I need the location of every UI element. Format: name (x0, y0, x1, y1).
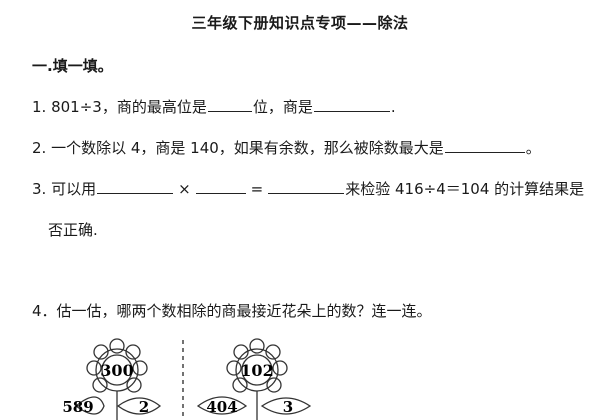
right-leaf-2-number: 3 (283, 398, 293, 416)
q3-blank-product[interactable] (268, 179, 345, 194)
q3-text-b: 来检验 416÷4＝104 的计算结果是 (345, 180, 585, 198)
q2-text-b: 。 (525, 139, 541, 157)
right-leaf-1-number: 404 (206, 398, 237, 416)
left-leaf-2[interactable]: 2 (116, 397, 162, 416)
q3-text-a: 3. 可以用 (32, 180, 97, 198)
q1-text-c: . (390, 98, 396, 116)
question-2: 2. 一个数除以 4，商是 140，如果有余数，那么被除数最大是 。 (32, 137, 541, 158)
q1-text-a: 1. 801÷3，商的最高位是 (32, 98, 207, 116)
left-flower: 300 (86, 338, 148, 420)
left-leaf-1-number: 589 (62, 398, 93, 416)
q2-blank-max-dividend[interactable] (444, 138, 525, 153)
flower-matching-figure: 300 589 2 102 (62, 338, 312, 420)
right-flower: 102 (226, 338, 288, 420)
question-3: 3. 可以用 × = 来检验 416÷4＝104 的计算结果是 (32, 178, 584, 199)
q1-blank-quotient[interactable] (313, 97, 390, 112)
q2-text-a: 2. 一个数除以 4，商是 140，如果有余数，那么被除数最大是 (32, 139, 444, 157)
left-leaf-1[interactable]: 589 (62, 396, 105, 416)
question-3-continued: 否正确. (48, 221, 98, 239)
q1-blank-highest-place[interactable] (207, 97, 252, 112)
right-flower-number: 102 (240, 361, 273, 380)
section-heading-fill: 一.填一填。 (32, 57, 113, 75)
q1-text-b: 位，商是 (252, 98, 313, 116)
question-1: 1. 801÷3，商的最高位是 位，商是. (32, 96, 396, 117)
q3-times-sign: × (178, 180, 191, 198)
q3-blank-factor-1[interactable] (97, 179, 174, 194)
right-leaf-2[interactable]: 3 (260, 397, 312, 416)
left-flower-number: 300 (100, 361, 133, 380)
page-title: 三年级下册知识点专项——除法 (191, 14, 409, 32)
right-leaf-1[interactable]: 404 (196, 396, 248, 416)
question-4: 4．估一估，哪两个数相除的商最接近花朵上的数？连一连。 (32, 302, 432, 320)
left-leaf-2-number: 2 (139, 398, 149, 416)
q3-blank-factor-2[interactable] (195, 179, 246, 194)
q3-equals-sign: = (250, 180, 264, 198)
